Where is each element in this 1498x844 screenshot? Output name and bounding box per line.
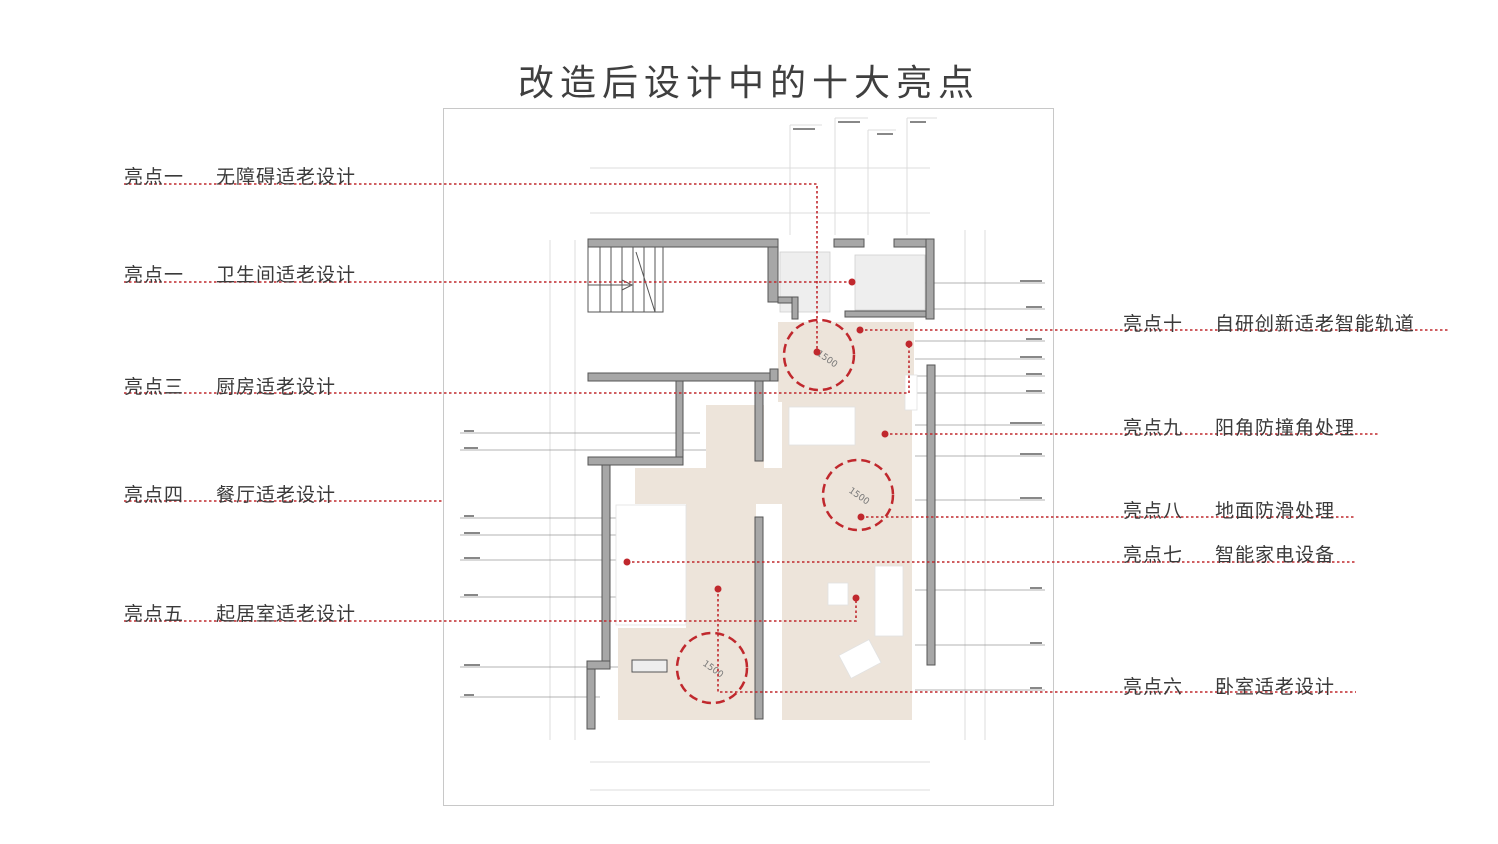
highlight-number: 亮点三 — [124, 376, 185, 398]
highlight-3-label: 亮点三 厨房适老设计 — [124, 372, 336, 399]
highlight-number: 亮点一 — [124, 264, 185, 286]
page-title: 改造后设计中的十大亮点 — [517, 63, 980, 104]
highlight-2-label: 亮点一 卫生间适老设计 — [124, 260, 356, 287]
counter — [631, 659, 668, 673]
highlight-6-label: 亮点六 卧室适老设计 — [1123, 672, 1335, 699]
highlight-5-label: 亮点五 起居室适老设计 — [124, 599, 356, 626]
highlight-number: 亮点四 — [124, 484, 185, 506]
turning-circle-bedroom — [675, 631, 749, 705]
highlight-number: 亮点八 — [1123, 500, 1184, 522]
leader-3 — [124, 344, 910, 394]
highlight-number: 亮点六 — [1123, 676, 1184, 698]
dimension-lines — [549, 117, 986, 791]
highlight-1-label: 亮点一 无障碍适老设计 — [124, 162, 356, 189]
highlight-4-label: 亮点四 餐厅适老设计 — [124, 480, 336, 507]
highlight-number: 亮点十 — [1123, 313, 1184, 335]
annotation-marks — [464, 121, 1042, 696]
callout-leaders — [124, 183, 1448, 693]
highlight-8-label: 亮点八 地面防滑处理 — [1123, 496, 1335, 523]
turning-circles — [675, 318, 895, 705]
highlight-text: 自研创新适老智能轨道 — [1215, 313, 1416, 335]
dining-table — [788, 406, 856, 446]
highlight-text: 地面防滑处理 — [1215, 500, 1336, 522]
highlight-number: 亮点一 — [124, 166, 185, 188]
highlight-number: 亮点五 — [124, 603, 185, 625]
highlight-7-label: 亮点七 智能家电设备 — [1123, 540, 1335, 567]
highlight-text: 无障碍适老设计 — [216, 166, 357, 188]
staircase — [587, 246, 664, 313]
highlight-text: 卫生间适老设计 — [216, 264, 357, 286]
leader-1 — [124, 183, 818, 352]
highlight-number: 亮点九 — [1123, 417, 1184, 439]
callout-dots — [623, 278, 913, 602]
highlight-10-label: 亮点十 自研创新适老智能轨道 — [1123, 309, 1415, 336]
highlight-text: 起居室适老设计 — [216, 603, 357, 625]
armchair — [838, 638, 882, 680]
leader-5 — [124, 598, 857, 622]
turning-circle-entry — [782, 318, 856, 392]
sofa — [874, 565, 904, 637]
highlight-text: 厨房适老设计 — [216, 376, 337, 398]
highlight-text: 餐厅适老设计 — [216, 484, 337, 506]
highlight-number: 亮点七 — [1123, 544, 1184, 566]
highlight-text: 智能家电设备 — [1215, 544, 1336, 566]
highlight-text: 阳角防撞角处理 — [1215, 417, 1356, 439]
turning-circle-living — [821, 458, 895, 532]
walls — [586, 238, 936, 730]
highlight-text: 卧室适老设计 — [1215, 676, 1336, 698]
highlight-9-label: 亮点九 阳角防撞角处理 — [1123, 413, 1355, 440]
appliance — [904, 374, 918, 411]
side-table — [827, 582, 849, 606]
